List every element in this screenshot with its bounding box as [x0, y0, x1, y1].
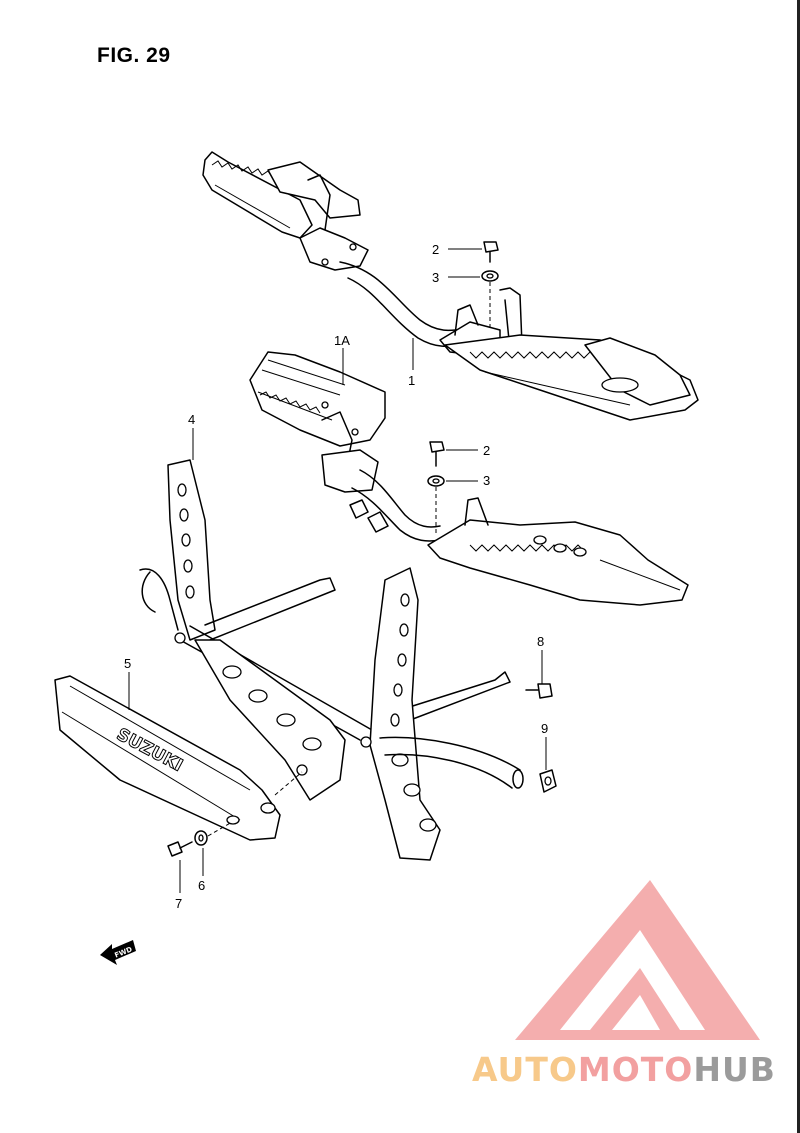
- watermark-mark: [515, 880, 760, 1040]
- callout-4: 4: [188, 412, 195, 427]
- fwd-arrow-icon: FWD: [100, 940, 136, 965]
- page-edge: [797, 0, 800, 1133]
- watermark-moto: MOTO: [577, 1050, 694, 1089]
- bolt-7: [167, 841, 193, 857]
- callout-9: 9: [541, 721, 548, 736]
- callout-1A: 1A: [334, 333, 350, 348]
- footrest-assembly-upper: [202, 151, 699, 421]
- footrest-assembly-lower: [249, 351, 689, 606]
- callout-5: 5: [124, 656, 131, 671]
- figure-title: FIG. 29: [97, 44, 171, 67]
- washer-6: [194, 830, 208, 846]
- callout-8: 8: [537, 634, 544, 649]
- callout-leaders: [128, 248, 547, 893]
- bolt-8: [525, 683, 553, 699]
- washer-3-lower: [427, 475, 445, 487]
- callout-1: 1: [408, 373, 415, 388]
- bolt-2-upper: [483, 241, 499, 263]
- callout-2-upper: 2: [432, 242, 439, 257]
- callout-3-upper: 3: [432, 270, 439, 285]
- nut-9: [539, 769, 557, 793]
- callout-7: 7: [175, 896, 182, 911]
- skid-guard: SUZUKI: [54, 675, 281, 841]
- bolt-2-lower: [429, 441, 445, 467]
- bumper-frame: [139, 459, 524, 861]
- callout-2-lower: 2: [483, 443, 490, 458]
- callout-6: 6: [198, 878, 205, 893]
- washer-3-upper: [481, 270, 499, 282]
- watermark-hub: HUB: [693, 1050, 776, 1089]
- callout-3-lower: 3: [483, 473, 490, 488]
- watermark-auto: AUTO: [472, 1050, 578, 1089]
- watermark-text: AUTOMOTOHUB: [472, 1050, 776, 1089]
